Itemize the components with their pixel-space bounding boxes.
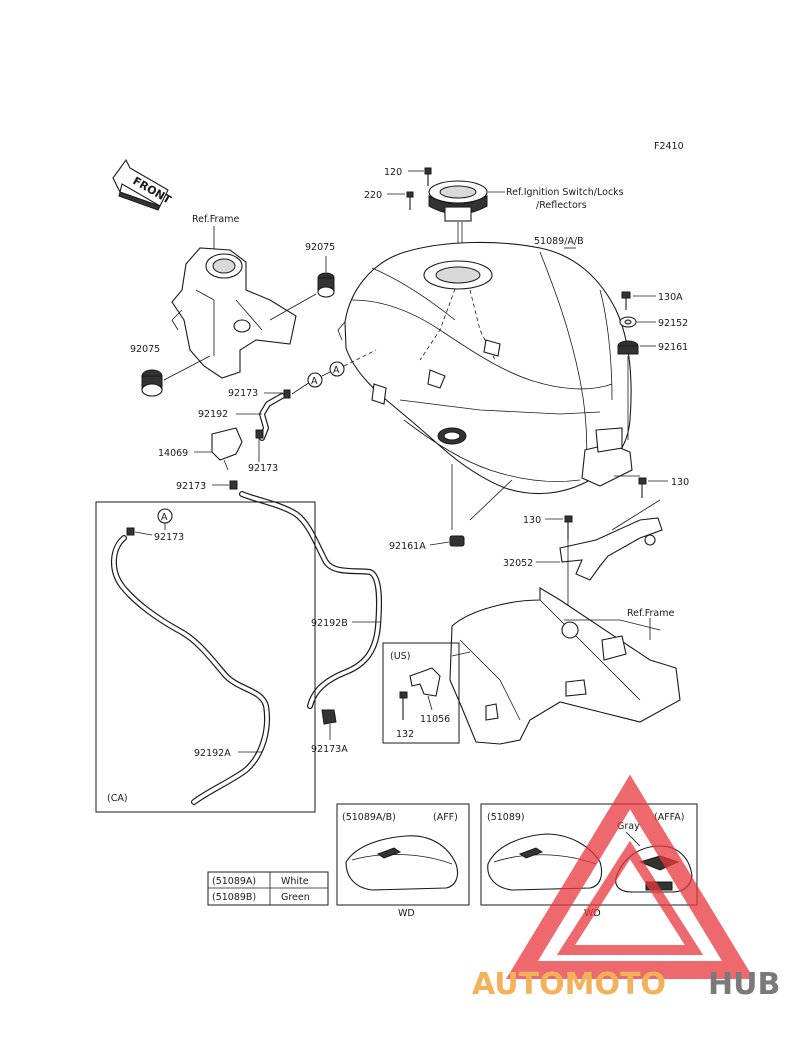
callout-11056: 11056 (420, 714, 450, 725)
callout-92075-top: 92075 (305, 242, 335, 253)
ref-frame-top: Ref.Frame (192, 214, 239, 225)
circle-a-1 (307, 372, 323, 388)
variant-1-code: (AFF) (433, 812, 458, 823)
callout-132: 132 (396, 729, 414, 740)
bracket-32052 (536, 499, 663, 581)
damper-92075-left (141, 355, 211, 397)
callout-51089: 51089/A/B (534, 236, 584, 247)
ca-label: (CA) (107, 793, 128, 804)
watermark-triangle-inner-icon (556, 840, 704, 955)
callout-130A: 130A (658, 292, 683, 303)
tank-cover-variant-1 (345, 835, 459, 891)
clamp-92173-b (255, 429, 264, 462)
callout-120: 120 (384, 167, 402, 178)
bracket-11056 (409, 667, 441, 711)
valve-14069 (194, 427, 243, 471)
callout-92173-b: 92173 (248, 463, 278, 474)
clamp-92173-ca (126, 527, 153, 536)
ref-ignition-line1: Ref.Ignition Switch/Locks (506, 187, 624, 198)
collar-92152 (619, 316, 656, 328)
callout-92192: 92192 (198, 409, 228, 420)
watermark-text-right: HUB (708, 967, 780, 1002)
callout-92173-c: 92173 (176, 481, 206, 492)
fuel-tank (337, 241, 640, 495)
variant-1-wd: WD (398, 908, 415, 919)
callout-92161: 92161 (658, 342, 688, 353)
color-table-color-2: Green (281, 892, 310, 903)
variant-box-1 (336, 803, 470, 906)
callout-92173-ca: 92173 (154, 532, 184, 543)
variant-2-color: Gray (617, 821, 640, 832)
fuel-cap-assembly (428, 180, 488, 268)
color-table: (51089A) White (51089B) Green (207, 871, 329, 906)
ca-box (95, 501, 316, 813)
circle-a-3-label: A (161, 512, 168, 523)
ref-frame-bottom: Ref.Frame (627, 608, 674, 619)
frame-head (171, 247, 297, 379)
color-table-part-2: (51089B) (212, 892, 256, 903)
clamp-92173-c (212, 480, 238, 490)
damper-92161A (429, 464, 513, 547)
clamp-92173-a (264, 389, 291, 399)
watermark-text-left: AUTOMOTO (472, 967, 666, 1002)
front-arrow-icon: FRONT (112, 158, 174, 211)
figure-code: F2410 (654, 141, 684, 152)
circle-a-1-label: A (311, 376, 318, 387)
circle-a-2-label: A (333, 365, 340, 376)
ref-ignition-line2: /Reflectors (536, 200, 587, 211)
hose-92192B (239, 491, 382, 709)
us-box (382, 642, 460, 744)
bolt-130-right (638, 477, 668, 498)
callout-130-right: 130 (671, 477, 689, 488)
color-table-color-1: White (281, 876, 309, 887)
watermark-triangle-icon (506, 774, 754, 979)
screw-120 (408, 167, 432, 186)
damper-92161 (617, 340, 656, 440)
callout-92192B: 92192B (311, 618, 348, 629)
clamp-92173A (321, 709, 337, 740)
variant-2-parts: (51089) (487, 812, 525, 823)
circle-a-2 (329, 361, 345, 377)
hose-92192A (111, 535, 270, 805)
bolt-130A (621, 291, 656, 310)
callout-32052: 32052 (503, 558, 533, 569)
callout-92192A: 92192A (194, 748, 231, 759)
hose-92192 (259, 393, 285, 441)
callout-92173A: 92173A (311, 744, 348, 755)
variant-1-parts: (51089A/B) (342, 812, 396, 823)
us-label: (US) (390, 651, 410, 662)
callout-92161A: 92161A (389, 541, 426, 552)
watermark-logo (506, 774, 754, 979)
callout-92075-left: 92075 (130, 344, 160, 355)
callout-92152: 92152 (658, 318, 688, 329)
variant-2-code: (AFFA) (654, 812, 684, 823)
callout-220: 220 (364, 190, 382, 201)
color-table-part-1: (51089A) (212, 876, 256, 887)
screw-220 (387, 191, 414, 210)
frame-lower (449, 587, 681, 745)
callout-130-mid: 130 (523, 515, 541, 526)
bolt-132 (399, 691, 408, 720)
damper-92075-top (269, 256, 335, 321)
callout-92173-a: 92173 (228, 388, 258, 399)
callout-14069: 14069 (158, 448, 188, 459)
